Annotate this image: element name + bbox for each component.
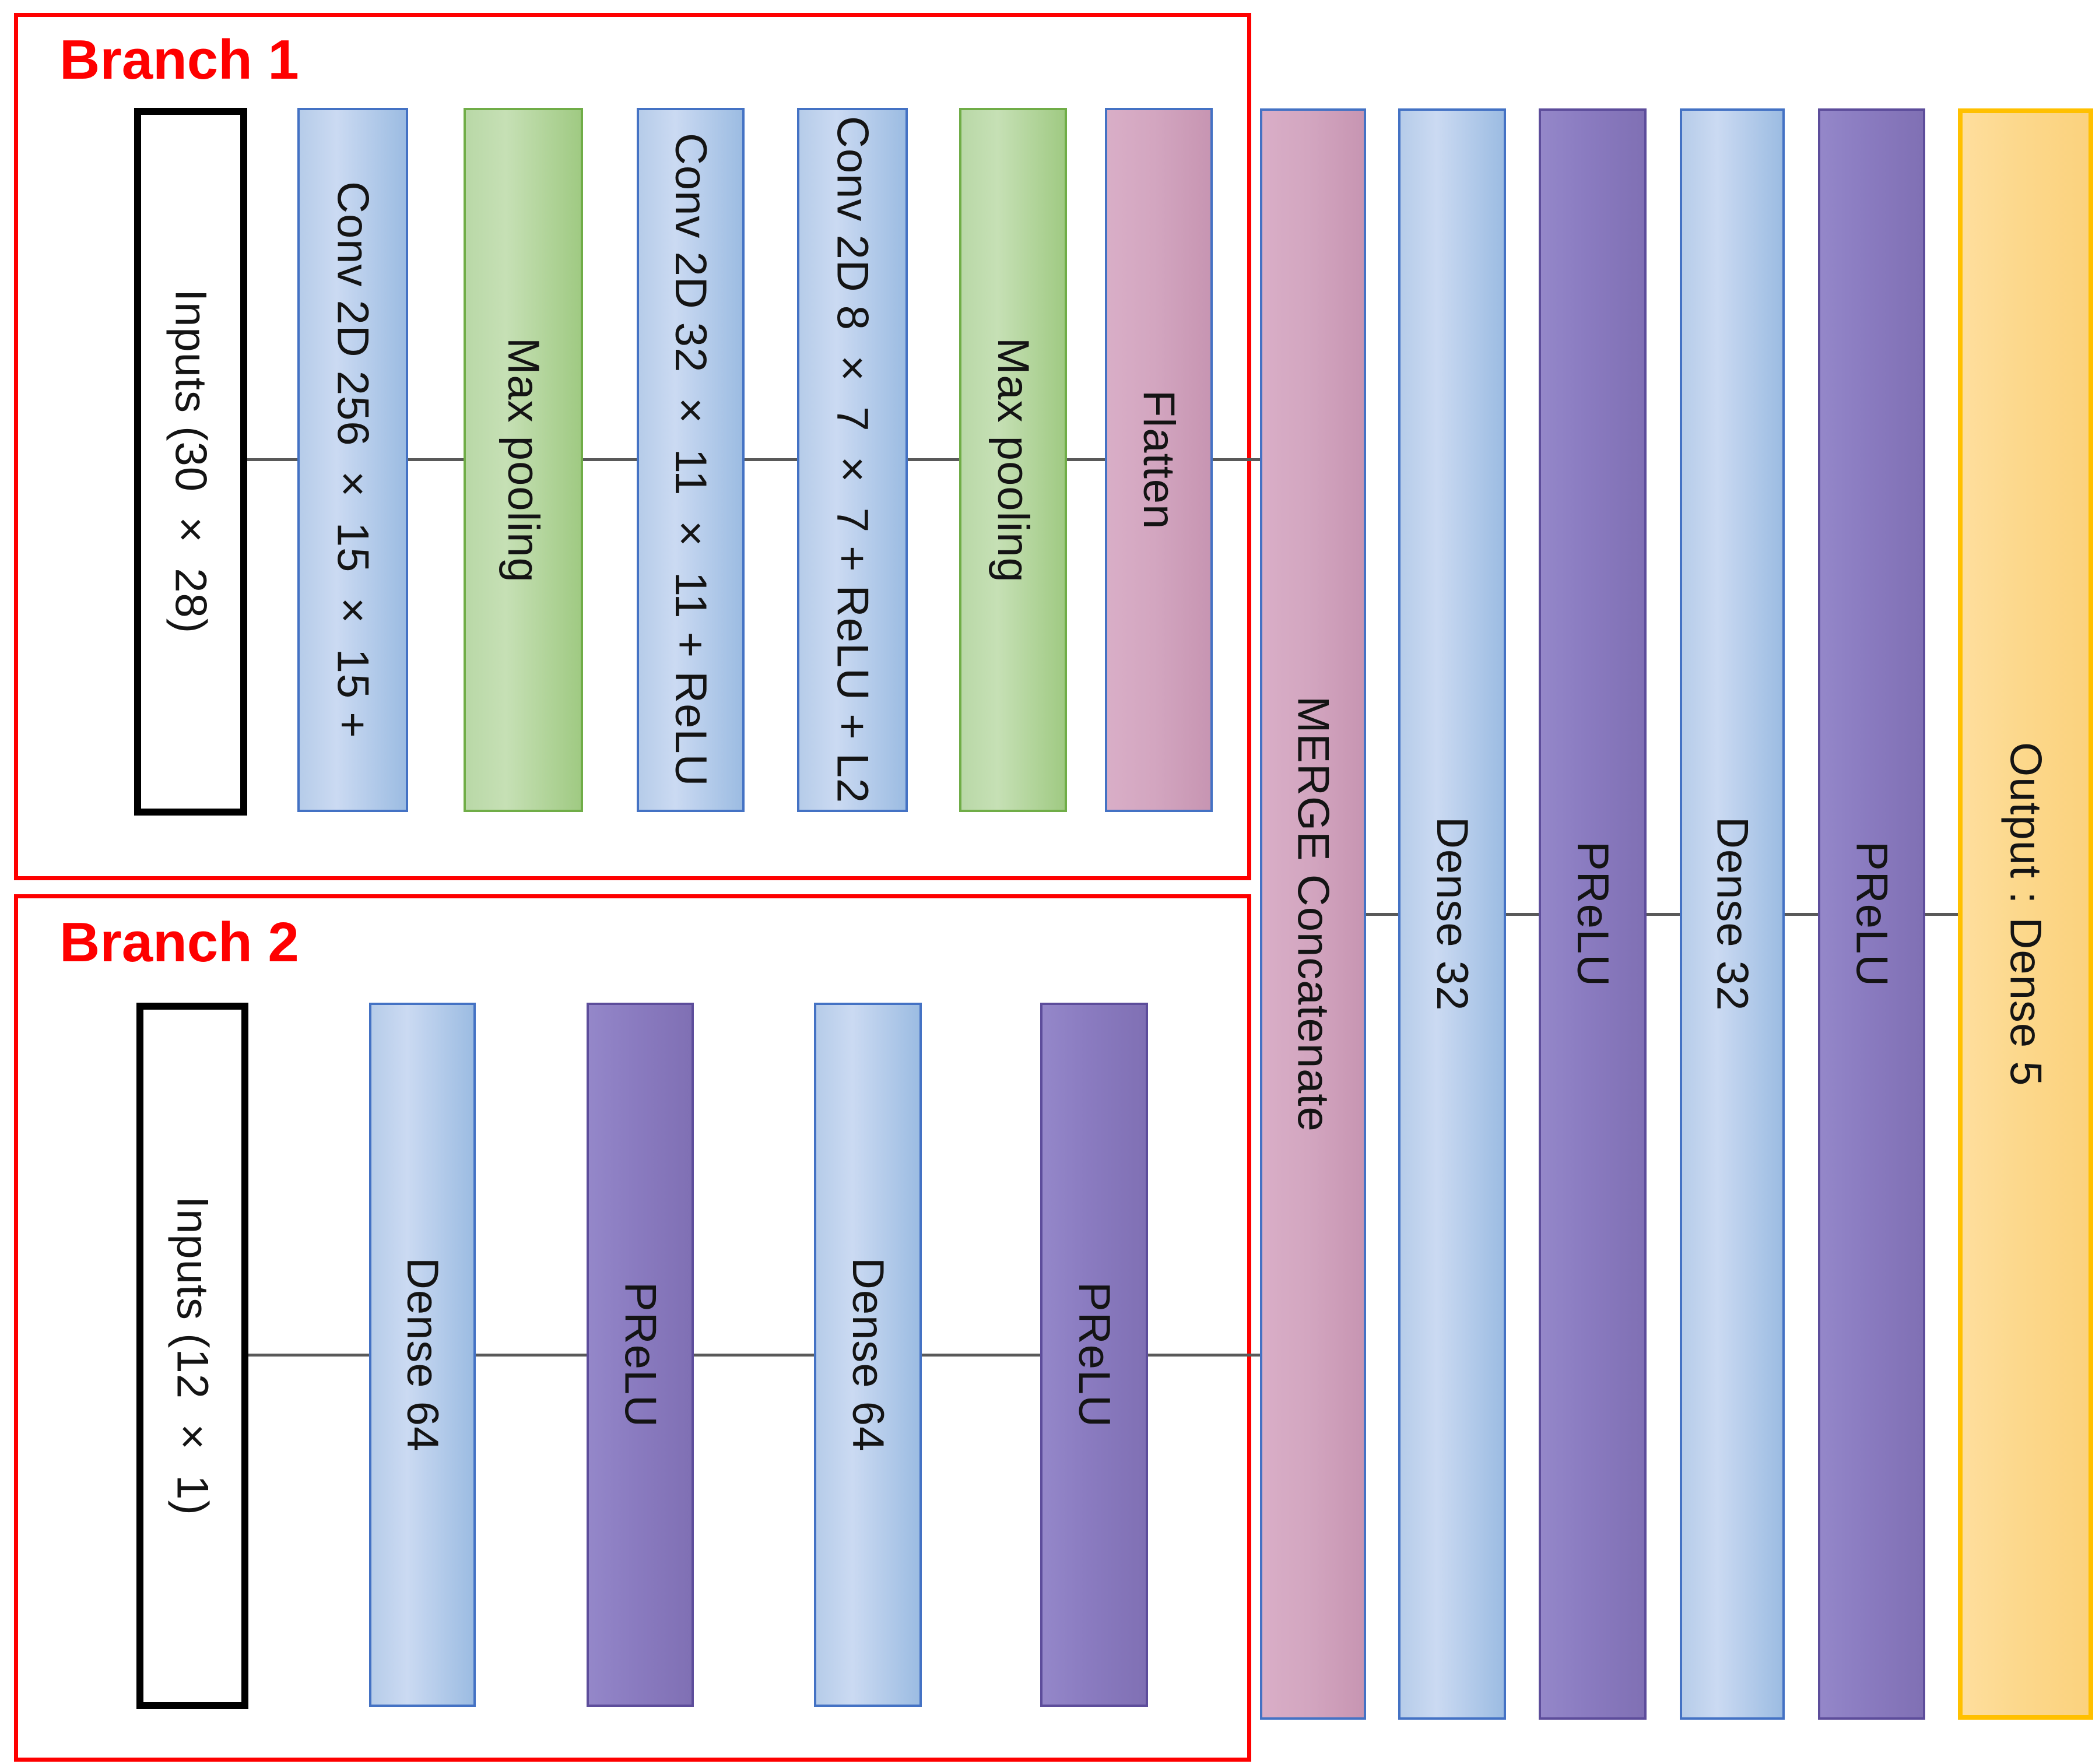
layer-b1-maxpool2: Max pooling bbox=[959, 108, 1067, 812]
layer-label: Max pooling bbox=[988, 337, 1038, 583]
layer-merged-prelu1: PReLU bbox=[1539, 108, 1647, 1720]
layer-b1-conv1: Conv 2D 256 × 15 × 15 + bbox=[297, 108, 408, 812]
layer-label: Dense 64 bbox=[843, 1257, 893, 1452]
branch2-frame bbox=[14, 894, 1251, 1762]
layer-label: Conv 2D 256 × 15 × 15 + bbox=[328, 181, 378, 739]
layer-label: Flatten bbox=[1134, 390, 1184, 530]
layer-merged-dense2: Dense 32 bbox=[1680, 108, 1785, 1720]
layer-label: Inputs (12 × 1) bbox=[167, 1196, 217, 1516]
layer-b2-prelu2: PReLU bbox=[1040, 1003, 1148, 1707]
layer-merged-prelu2: PReLU bbox=[1818, 108, 1925, 1720]
layer-label: PReLU bbox=[1847, 841, 1897, 987]
branch1-connector-line bbox=[245, 458, 1262, 461]
layer-output-dense5: Output : Dense 5 bbox=[1958, 108, 2093, 1720]
layer-merge-concatenate: MERGE Concatenate bbox=[1260, 108, 1366, 1720]
layer-label: Inputs (30 × 28) bbox=[166, 289, 216, 634]
layer-label: PReLU bbox=[615, 1282, 665, 1428]
merged-connector-line bbox=[1364, 913, 1965, 916]
layer-label: Max pooling bbox=[499, 337, 548, 583]
branch2-connector-line bbox=[246, 1354, 1262, 1357]
layer-b1-inputs: Inputs (30 × 28) bbox=[134, 108, 247, 816]
layer-b2-prelu1: PReLU bbox=[587, 1003, 694, 1707]
layer-label: PReLU bbox=[1069, 1282, 1119, 1428]
layer-merged-dense1: Dense 32 bbox=[1398, 108, 1506, 1720]
layer-label: MERGE Concatenate bbox=[1288, 696, 1338, 1132]
layer-b2-dense2: Dense 64 bbox=[814, 1003, 922, 1707]
layer-label: Dense 32 bbox=[1707, 817, 1757, 1011]
layer-label: Output : Dense 5 bbox=[2000, 742, 2051, 1087]
layer-b2-inputs: Inputs (12 × 1) bbox=[136, 1003, 248, 1709]
layer-label: Conv 2D 8 × 7 × 7 + ReLU + L2 bbox=[827, 116, 877, 804]
layer-label: Dense 32 bbox=[1427, 817, 1477, 1011]
layer-label: PReLU bbox=[1568, 841, 1617, 987]
layer-label: Dense 64 bbox=[398, 1257, 447, 1452]
layer-b2-dense1: Dense 64 bbox=[369, 1003, 476, 1707]
layer-label: Conv 2D 32 × 11 × 11 + ReLU bbox=[666, 133, 715, 787]
branch2-label: Branch 2 bbox=[59, 911, 299, 974]
layer-b1-conv2: Conv 2D 32 × 11 × 11 + ReLU bbox=[637, 108, 745, 812]
layer-b1-flatten: Flatten bbox=[1105, 108, 1213, 812]
layer-b1-conv3: Conv 2D 8 × 7 × 7 + ReLU + L2 bbox=[797, 108, 908, 812]
branch1-frame bbox=[14, 13, 1251, 880]
branch1-label: Branch 1 bbox=[59, 29, 299, 91]
layer-b1-maxpool1: Max pooling bbox=[464, 108, 583, 812]
